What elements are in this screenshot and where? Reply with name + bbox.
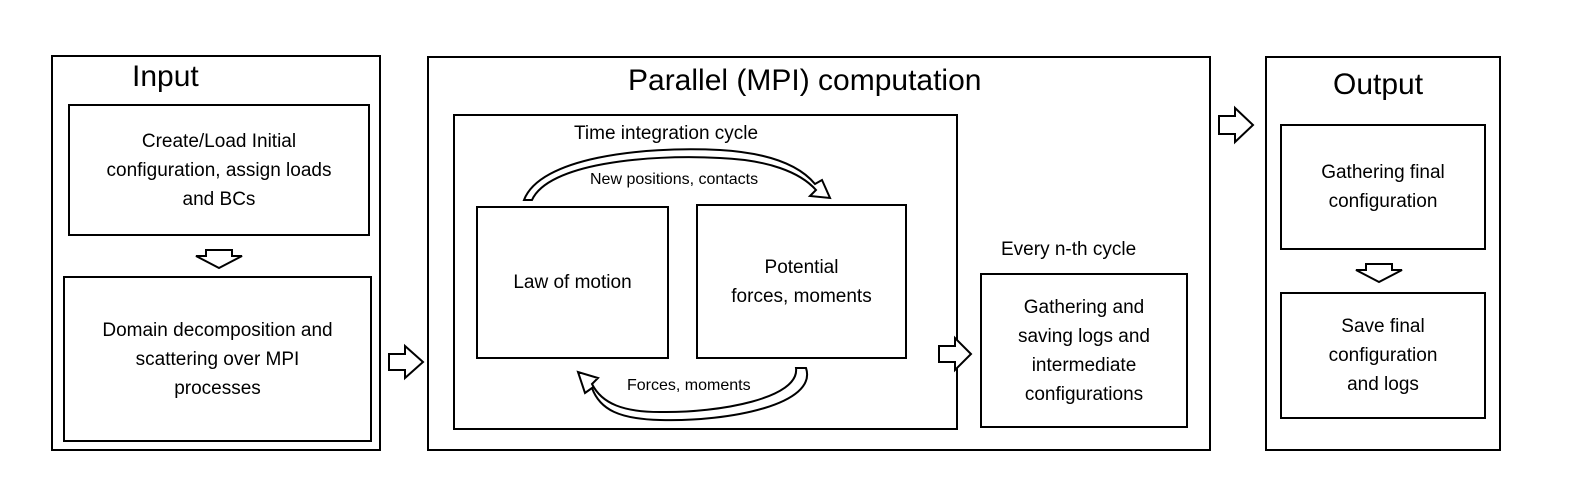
- domain-decomposition-text: Domain decomposition and scattering over…: [102, 319, 333, 399]
- potential-forces-node: Potential forces, moments: [696, 204, 907, 359]
- output-title: Output: [1333, 68, 1424, 101]
- law-of-motion-node: Law of motion: [476, 206, 669, 359]
- top-arrow-label: New positions, contacts: [590, 171, 759, 188]
- curved-arrow-new-positions: [522, 148, 832, 201]
- gathering-final-node: Gathering final configuration: [1280, 124, 1486, 250]
- every-nth-cycle-label: Every n-th cycle: [1001, 239, 1137, 260]
- save-final-text: Save final configuration and logs: [1328, 316, 1438, 395]
- time-integration-title: Time integration cycle: [574, 123, 759, 144]
- bottom-arrow-label: Forces, moments: [627, 377, 751, 394]
- input-title: Input: [132, 60, 199, 93]
- right-arrow-cycle-to-gather: [938, 335, 973, 373]
- gathering-final-text: Gathering final configuration: [1321, 162, 1445, 212]
- gathering-logs-node: Gathering and saving logs and intermedia…: [980, 273, 1188, 428]
- save-final-node: Save final configuration and logs: [1280, 292, 1486, 419]
- right-arrow-compute-to-output: [1218, 105, 1255, 145]
- domain-decomposition-node: Domain decomposition and scattering over…: [63, 276, 372, 442]
- law-of-motion-text: Law of motion: [513, 272, 632, 293]
- down-arrow-output: [1355, 263, 1403, 284]
- computation-title: Parallel (MPI) computation: [628, 64, 982, 97]
- create-load-text: Create/Load Initial configuration, assig…: [106, 130, 332, 210]
- gathering-logs-text: Gathering and saving logs and intermedia…: [1017, 296, 1151, 405]
- potential-forces-text: Potential forces, moments: [731, 256, 872, 307]
- right-arrow-input-to-compute: [388, 343, 425, 381]
- create-load-node: Create/Load Initial configuration, assig…: [68, 104, 370, 236]
- curved-arrow-forces: [576, 367, 809, 422]
- down-arrow-input: [195, 249, 243, 270]
